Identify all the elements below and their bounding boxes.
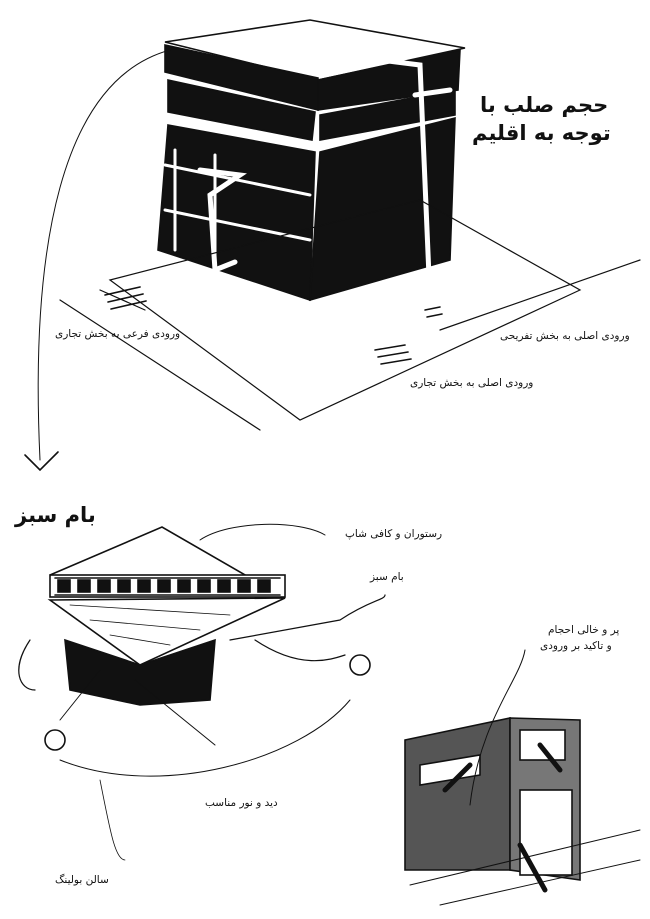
title-solid-volume-line1: حجم صلب با xyxy=(480,93,609,117)
label-main-entrance-commercial: ورودی اصلی به بخش تجاری xyxy=(410,377,534,389)
solid-volume-sketch xyxy=(24,19,641,472)
label-volumes-line1: پر و خالی احجام xyxy=(548,624,620,636)
label-volumes-line2: و تاکید بر ورودی xyxy=(540,640,612,652)
volume-entrance-sketch xyxy=(404,649,641,906)
label-restaurant-cafe: رستوران و کافی شاپ xyxy=(345,528,443,540)
label-main-entrance-recreation: ورودی اصلی به بخش تفریحی xyxy=(500,330,630,342)
label-bowling-hall: سالن بولینگ xyxy=(55,874,109,886)
label-side-entrance-commercial: ورودی فرعی به بخش تجاری xyxy=(55,328,181,340)
green-roof-sketch xyxy=(18,523,386,861)
label-view-light: دید و نور مناسب xyxy=(205,797,278,809)
label-green-roof: بام سبز xyxy=(370,571,404,583)
title-green-roof: بام سبز xyxy=(15,503,96,527)
title-solid-volume-line2: توجه به اقلیم xyxy=(472,121,611,145)
